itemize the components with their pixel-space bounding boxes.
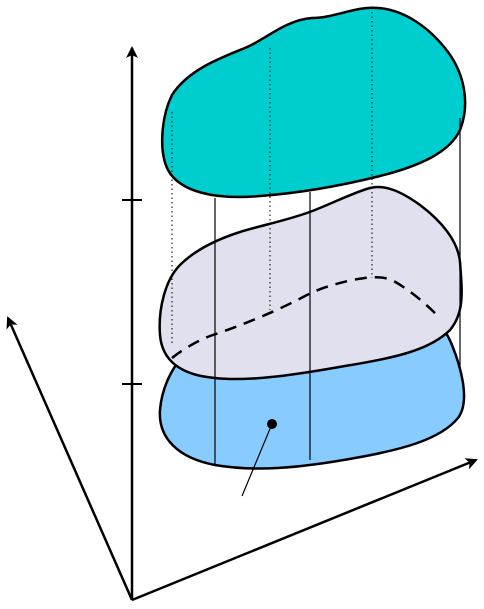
hidden-boundary-dashed xyxy=(171,276,441,359)
top-layer-shape xyxy=(161,6,467,199)
leader-line xyxy=(241,423,273,497)
solid-projection-lines xyxy=(214,118,461,465)
point-dot xyxy=(267,419,277,429)
marked-point xyxy=(241,419,277,497)
dotted-projection-lines xyxy=(171,12,373,345)
left-axis xyxy=(6,316,134,601)
middle-layer-shape xyxy=(158,185,463,381)
right-axis xyxy=(131,458,478,602)
axes xyxy=(6,46,478,602)
vertical-axis-ticks xyxy=(122,199,142,385)
